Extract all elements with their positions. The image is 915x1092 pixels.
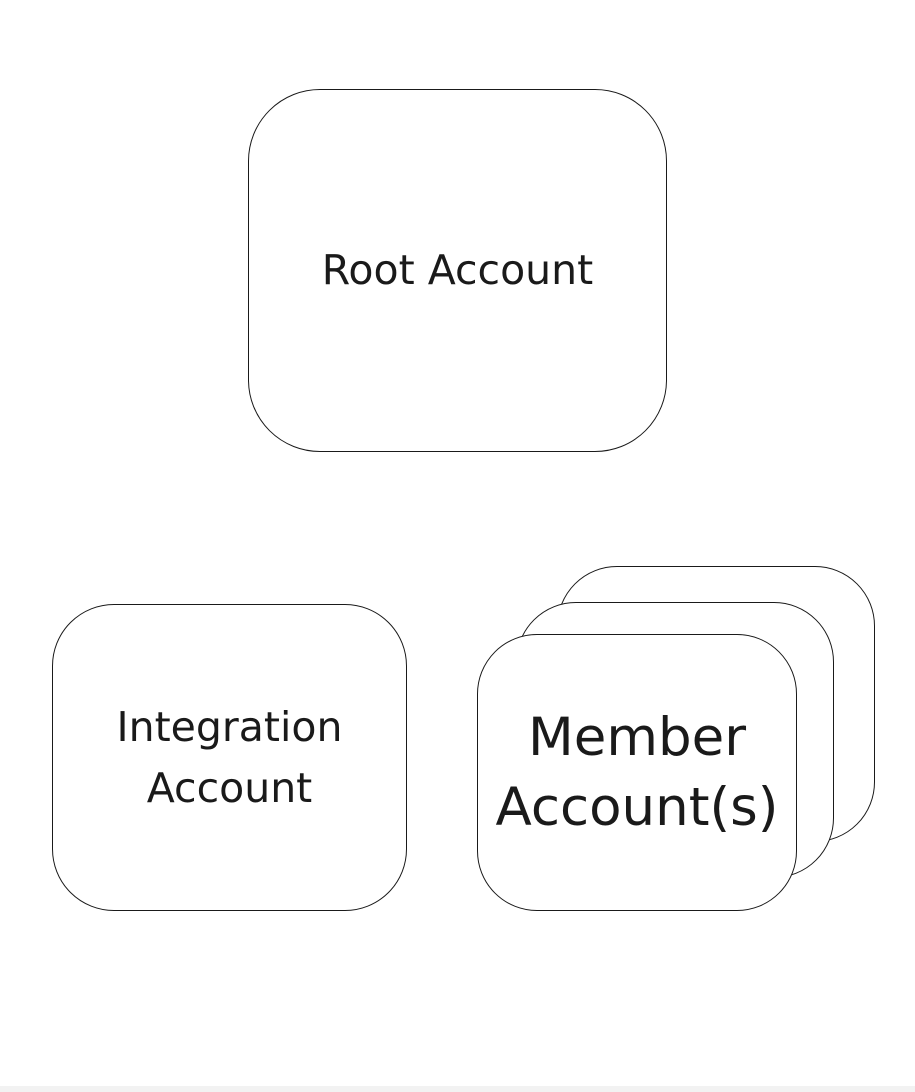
member-accounts-node[interactable]: Member Account(s) xyxy=(477,634,797,911)
integration-account-label-line2: Account xyxy=(146,763,313,812)
member-accounts-label-line2: Account(s) xyxy=(495,776,779,838)
integration-account-label: Integration Account xyxy=(117,697,343,819)
integration-account-label-line1: Integration xyxy=(116,702,343,751)
root-account-node[interactable]: Root Account xyxy=(248,89,667,452)
member-accounts-label-line1: Member xyxy=(527,706,746,768)
bottom-edge-strip xyxy=(0,1086,915,1092)
integration-account-node[interactable]: Integration Account xyxy=(52,604,407,911)
member-accounts-label: Member Account(s) xyxy=(496,703,779,843)
root-account-label: Root Account xyxy=(321,245,594,294)
